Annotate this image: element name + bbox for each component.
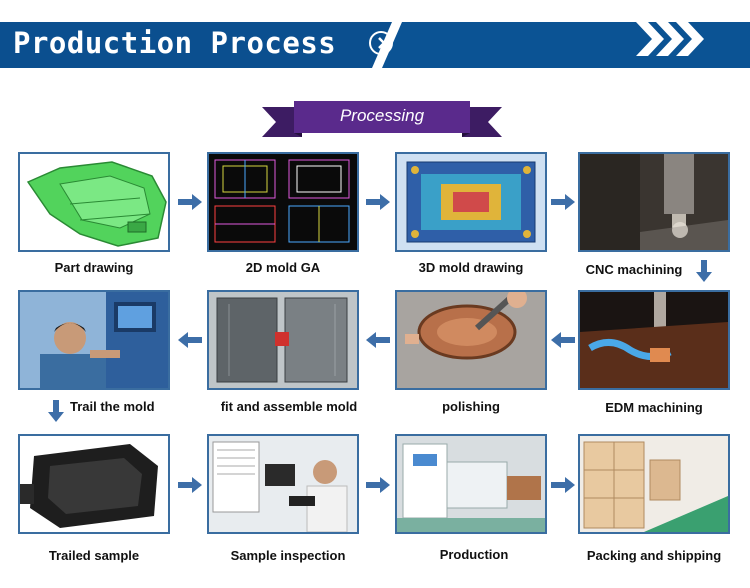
chevron-right-icon [636, 22, 664, 56]
step-label: fit and assemble mold [220, 399, 358, 414]
arrow-right-icon [178, 194, 202, 210]
step-label: EDM machining [605, 400, 703, 415]
page-title: Production Process [13, 26, 337, 60]
step-image-fit-and-assemble-mold [207, 290, 359, 390]
ribbon-label: Processing [339, 106, 425, 125]
step-label: polishing [442, 399, 500, 414]
step-label: 3D mold drawing [418, 260, 524, 275]
arrow-left-icon [551, 332, 575, 348]
step-label: Sample inspection [230, 548, 346, 563]
step-label: Packing and shipping [586, 548, 722, 563]
arrow-right-icon [551, 477, 575, 493]
step-image-3d-mold-drawing [395, 152, 547, 252]
step-image-production [395, 434, 547, 534]
step-image-sample-inspection [207, 434, 359, 534]
step-image-cnc-machining [578, 152, 730, 252]
step-image-trailed-sample [18, 434, 170, 534]
step-image-part-drawing [18, 152, 170, 252]
arrow-right-icon [178, 477, 202, 493]
arrow-left-icon [178, 332, 202, 348]
step-label: Part drawing [54, 260, 134, 275]
step-image-packing-and-shipping [578, 434, 730, 534]
step-image-polishing [395, 290, 547, 390]
chevron-right-icon [676, 22, 704, 56]
ribbon-shape [262, 101, 502, 137]
arrow-down-icon [696, 260, 712, 282]
arrow-right-icon [551, 194, 575, 210]
step-label: CNC machining [585, 262, 683, 277]
processing-ribbon: Processing [262, 99, 502, 141]
step-image-2d-mold-ga [207, 152, 359, 252]
step-label: 2D mold GA [245, 260, 321, 275]
step-image-edm-machining [578, 290, 730, 390]
step-label: Production [439, 547, 509, 562]
chevron-circle-icon [369, 31, 393, 55]
step-label: Trail the mold [70, 399, 155, 414]
step-image-trail-the-mold [18, 290, 170, 390]
step-label: Trailed sample [48, 548, 140, 563]
arrow-right-icon [366, 194, 390, 210]
arrow-down-icon [48, 400, 64, 422]
header-banner: Production Process [0, 22, 750, 68]
arrow-left-icon [366, 332, 390, 348]
chevron-right-icon [656, 22, 684, 56]
arrow-right-icon [366, 477, 390, 493]
